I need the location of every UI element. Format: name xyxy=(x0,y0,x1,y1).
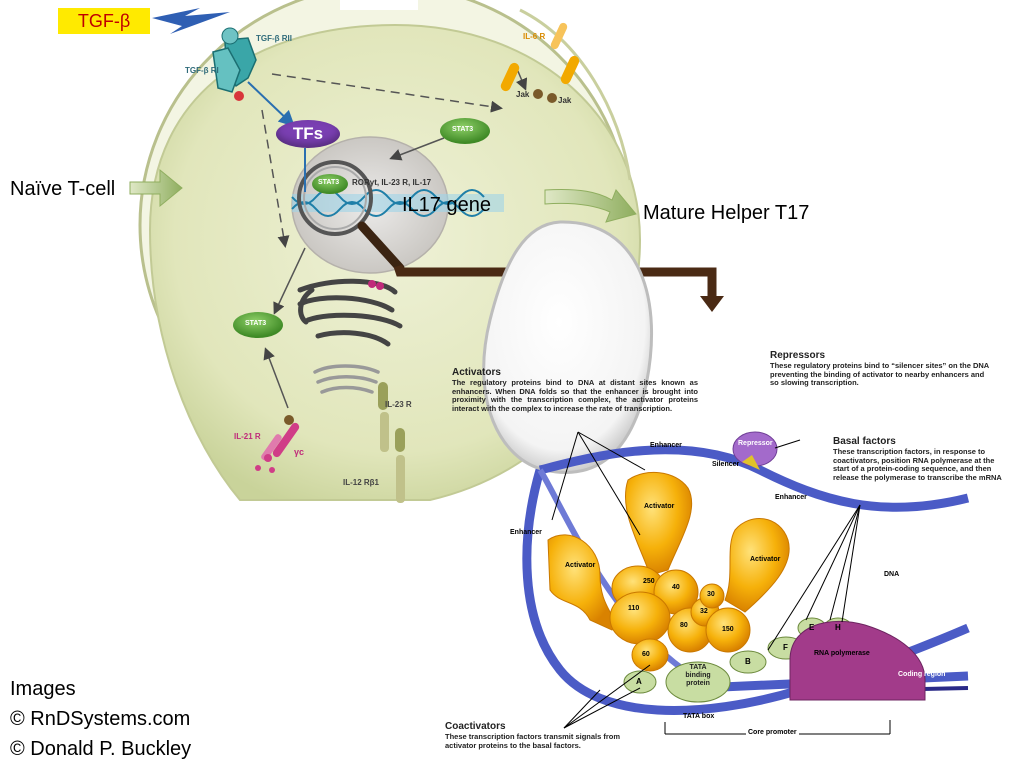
endoplasmic-reticulum xyxy=(297,278,403,347)
credits-heading: Images xyxy=(10,678,76,700)
il21r-label: IL-21 R xyxy=(234,432,261,441)
il12rb1-label: IL-12 Rβ1 xyxy=(343,478,380,487)
il23r-label: IL-23 R xyxy=(385,400,412,409)
coactivators-title: Coactivators xyxy=(445,721,506,732)
activator-label-1: Activator xyxy=(565,562,596,569)
repressors-text: These regulatory proteins bind to “silen… xyxy=(770,361,989,388)
factor-f: F xyxy=(783,643,788,652)
tgf-beta-rii-label: TGF-β RII xyxy=(256,34,292,43)
coactivators-text: These transcription factors transmit sig… xyxy=(445,732,621,750)
core-promoter-label: Core promoter xyxy=(746,729,799,736)
tgf-beta-ri-label: TGF-β RI xyxy=(185,66,219,75)
transcription-complex xyxy=(522,431,970,735)
tata-binding-label: TATA binding protein xyxy=(685,664,711,688)
magnifier-icon xyxy=(297,160,405,273)
il6-receptor xyxy=(500,22,580,103)
mature-helper-label: Mature Helper T17 xyxy=(643,202,810,224)
tgf-beta-receptor xyxy=(212,27,257,101)
gamma-c-label: γc xyxy=(294,447,305,457)
repressor-label: Repressor xyxy=(738,440,773,447)
stat3-top xyxy=(440,118,490,144)
ror-gene-label: RORγt, IL-23 R, IL-17 xyxy=(352,178,432,187)
repressors-title: Repressors xyxy=(770,350,826,361)
factor-h: H xyxy=(835,623,841,632)
il23-receptor xyxy=(378,382,405,503)
il6r-label: IL-6 R xyxy=(523,32,546,41)
stat3-nucleus-label: STAT3 xyxy=(318,179,340,186)
subunit-30: 30 xyxy=(707,591,715,598)
jak-label-2: Jak xyxy=(558,96,572,105)
subunit-32: 32 xyxy=(700,608,708,615)
golgi xyxy=(313,364,380,394)
il17-gene-label: IL17 gene xyxy=(402,194,491,216)
subunit-40: 40 xyxy=(672,584,680,591)
tgf-beta-label: TGF-β xyxy=(58,8,150,34)
tata-box-label: TATA box xyxy=(683,713,715,720)
credit-buckley: © Donald P. Buckley xyxy=(10,738,192,760)
zoom-lens xyxy=(482,220,654,474)
factor-a: A xyxy=(636,677,642,686)
factor-b: B xyxy=(745,657,751,666)
credit-rndsystems: © RnDSystems.com xyxy=(10,708,191,730)
factor-e: E xyxy=(809,623,815,632)
subunit-150: 150 xyxy=(722,626,734,633)
silencer-label: Silencer xyxy=(712,461,740,468)
stat3-top-label: STAT3 xyxy=(452,126,474,133)
output-arrow xyxy=(544,189,637,223)
subunit-250: 250 xyxy=(643,578,655,585)
subunit-80: 80 xyxy=(680,622,688,629)
enhancer-label-1: Enhancer xyxy=(650,442,682,449)
activator-label-2: Activator xyxy=(644,503,675,510)
stat3-lower xyxy=(233,312,283,338)
naive-t-cell-label: Naïve T-cell xyxy=(10,178,116,200)
subunit-110: 110 xyxy=(628,605,640,612)
il21-receptor xyxy=(255,415,300,473)
coding-region-label: Coding region xyxy=(898,671,946,678)
image-credits: Images © RnDSystems.com © Donald P. Buck… xyxy=(10,674,191,764)
basal-factors-title: Basal factors xyxy=(833,436,896,447)
signaling-dashed-lines xyxy=(261,73,503,248)
activator-label-3: Activator xyxy=(750,556,781,563)
basal-factors-text: These transcription factors, in response… xyxy=(833,447,1002,482)
stat3-nucleus xyxy=(312,174,348,194)
jak-label-1: Jak xyxy=(516,90,530,99)
stat3-lower-label: STAT3 xyxy=(245,320,267,327)
subunit-60: 60 xyxy=(642,651,650,658)
dna-label: DNA xyxy=(884,571,900,578)
enhancer-label-2: Enhancer xyxy=(510,529,542,536)
lightning-bolt-icon xyxy=(152,8,230,34)
rna-polymerase-label: RNA polymerase xyxy=(814,650,870,657)
dna-helix xyxy=(291,189,504,217)
tfs-label: TFs xyxy=(276,120,340,148)
activators-text: The regulatory proteins bind to DNA at d… xyxy=(452,378,698,413)
input-arrow xyxy=(129,168,183,208)
enhancer-label-3: Enhancer xyxy=(775,494,807,501)
activators-title: Activators xyxy=(452,367,501,378)
